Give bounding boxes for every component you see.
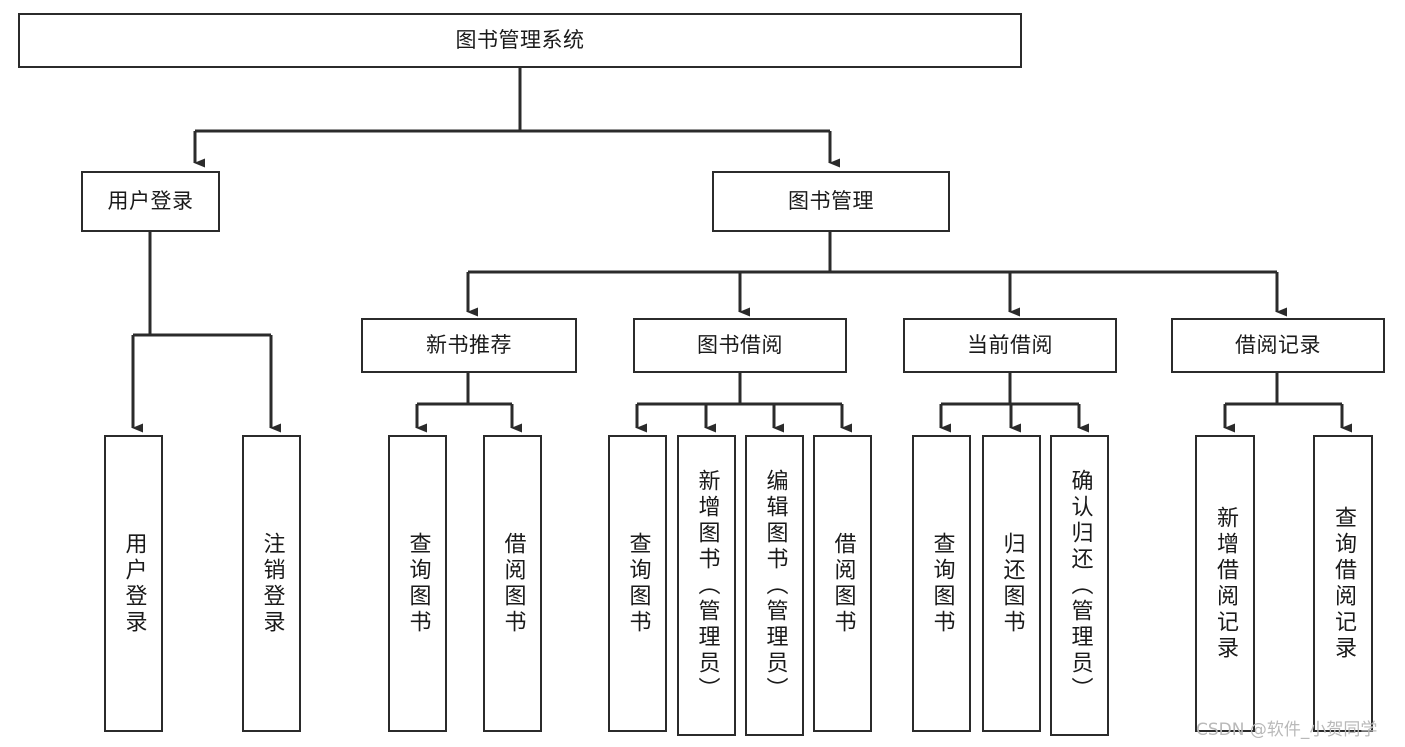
node-borrowing-record[interactable]: 借阅记录	[1171, 318, 1385, 373]
leaf-borrow-query-book[interactable]: 查询图书	[608, 435, 667, 732]
leaf-new-book-borrow[interactable]: 借阅图书	[483, 435, 542, 732]
leaf-user-login-signin[interactable]: 用户登录	[104, 435, 163, 732]
leaf-borrow-edit-book-admin[interactable]: 编辑图书（管理员）	[745, 435, 804, 736]
leaf-record-query-record[interactable]: 查询借阅记录	[1313, 435, 1373, 732]
csdn-watermark: CSDN @软件_小贺同学	[1196, 720, 1378, 740]
leaf-current-confirm-return-admin[interactable]: 确认归还（管理员）	[1050, 435, 1109, 736]
node-label: 注销登录	[259, 531, 285, 636]
node-book-borrowing[interactable]: 图书借阅	[633, 318, 847, 373]
node-current-borrowing[interactable]: 当前借阅	[903, 318, 1117, 373]
node-user-login[interactable]: 用户登录	[81, 171, 220, 232]
leaf-current-query-book[interactable]: 查询图书	[912, 435, 971, 732]
node-label: 图书管理系统	[455, 28, 585, 53]
leaf-user-login-signout[interactable]: 注销登录	[242, 435, 301, 732]
node-label: 图书管理	[788, 189, 874, 214]
node-label: 新增借阅记录	[1213, 505, 1238, 662]
node-label: 查询图书	[929, 531, 955, 636]
node-label: 查询图书	[625, 531, 651, 636]
node-label: 借阅图书	[830, 531, 856, 636]
node-label: 新增图书（管理员）	[694, 468, 720, 703]
node-label: 用户登录	[107, 189, 194, 214]
node-label: 图书借阅	[697, 333, 783, 358]
node-root-book-management-system[interactable]: 图书管理系统	[18, 13, 1022, 68]
node-label: 编辑图书（管理员）	[762, 468, 788, 703]
node-label: 查询借阅记录	[1331, 505, 1356, 662]
leaf-new-book-query[interactable]: 查询图书	[388, 435, 447, 732]
node-label: 借阅图书	[500, 531, 526, 636]
node-label: 借阅记录	[1235, 333, 1321, 358]
node-label: 确认归还（管理员）	[1067, 468, 1093, 703]
node-label: 用户登录	[121, 531, 147, 636]
node-label: 新书推荐	[426, 333, 512, 358]
node-book-management[interactable]: 图书管理	[712, 171, 950, 232]
node-new-book-recommendation[interactable]: 新书推荐	[361, 318, 577, 373]
leaf-record-add-record[interactable]: 新增借阅记录	[1195, 435, 1255, 732]
node-label: 当前借阅	[967, 333, 1053, 358]
node-label: 查询图书	[405, 531, 431, 636]
leaf-borrow-borrow-book[interactable]: 借阅图书	[813, 435, 872, 732]
node-label: 归还图书	[999, 531, 1025, 636]
leaf-current-return-book[interactable]: 归还图书	[982, 435, 1041, 732]
leaf-borrow-add-book-admin[interactable]: 新增图书（管理员）	[677, 435, 736, 736]
